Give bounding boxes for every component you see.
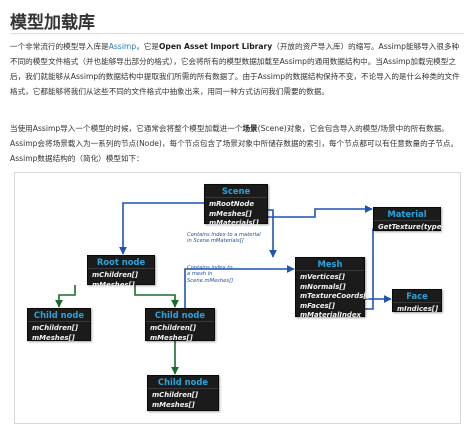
- mesh-node: Mesh mVertices[] mNormals[] mTextureCoor…: [295, 257, 370, 319]
- edge-scene-rootnode: [119, 202, 204, 255]
- scene-text-1: 当使用Assimp导入一个模型的时候，它通常会将整个模型加载进一个: [10, 124, 243, 133]
- mesh-node-title: Mesh: [296, 258, 364, 271]
- root-node: Root node mChildren[] mMeshes[]: [87, 255, 155, 289]
- scene-field-materials: mMaterials[]: [209, 219, 259, 228]
- note-mesh-index: Contains index to a mesh in Scene.mMeshe…: [187, 265, 233, 284]
- child-node-mid-field-children: mChildren[]: [150, 324, 197, 332]
- root-node-title: Root node: [88, 256, 154, 269]
- assimp-link[interactable]: Assimp: [108, 42, 137, 51]
- child-node-left-title: Child node: [28, 309, 90, 322]
- child-node-mid-title: Child node: [146, 309, 214, 322]
- note-mesh-line-2: a mesh in: [187, 271, 213, 278]
- scene-text-2: (Scene)对象，它会包含导入的模型/场景中的所有数据。Assimp会将场景载…: [10, 124, 459, 163]
- title-divider: [10, 33, 464, 34]
- child-node-mid-field-meshes: mMeshes[]: [150, 333, 193, 342]
- material-node: Material GetTexture(type): [373, 207, 445, 231]
- child-node-bottom-field-children: mChildren[]: [152, 391, 199, 399]
- note-mesh-line-1: Contains index to: [187, 265, 233, 271]
- intro-text-2: ，它是: [136, 42, 159, 51]
- page-title: 模型加载库: [10, 13, 95, 33]
- child-node-bottom-title: Child node: [148, 376, 218, 389]
- mesh-field-normals: mNormals[]: [300, 282, 346, 291]
- mesh-field-material-index: mMaterialIndex: [300, 311, 361, 320]
- material-field-get-texture: GetTexture(type): [378, 223, 445, 231]
- material-node-title: Material: [374, 208, 440, 221]
- scene-keyword: 场景: [242, 124, 258, 133]
- child-node-bottom: Child node mChildren[] mMeshes[]: [147, 375, 219, 411]
- mesh-field-faces: mFaces[]: [300, 301, 335, 310]
- face-node-title: Face: [393, 290, 441, 303]
- child-node-left-field-meshes: mMeshes[]: [32, 333, 75, 342]
- intro-paragraph: 一个非常流行的模型导入库是Assimp，它是Open Asset Import …: [10, 39, 462, 99]
- note-mesh-line-3: Scene.mMeshes[]: [187, 277, 234, 284]
- mesh-field-texture-coords: mTextureCoords[]: [300, 292, 370, 301]
- edge-scene-mesh: [267, 209, 277, 258]
- note-material-index: Contains index to a material in Scene.mM…: [187, 232, 261, 245]
- child-node-left: Child node mChildren[] mMeshes[]: [27, 308, 91, 342]
- scene-field-root-node: mRootNode: [209, 200, 255, 208]
- scene-field-meshes: mMeshes[]: [209, 209, 252, 218]
- face-field-indices: mIndices[]: [397, 305, 439, 313]
- assimp-structure-diagram: Scene mRootNode mMeshes[] mMaterials[] M…: [14, 172, 461, 424]
- intro-text-1: 一个非常流行的模型导入库是: [10, 42, 109, 51]
- edge-root-child-mid: [134, 285, 179, 308]
- scene-node-title: Scene: [205, 185, 267, 198]
- root-node-field-children: mChildren[]: [92, 271, 139, 279]
- child-node-mid: Child node mChildren[] mMeshes[]: [145, 308, 215, 342]
- mesh-field-vertices: mVertices[]: [300, 273, 345, 281]
- edge-root-child-left: [55, 285, 76, 308]
- root-node-field-meshes: mMeshes[]: [92, 280, 135, 289]
- assimp-full-name: Open Asset Import Library: [158, 42, 273, 51]
- note-material-line-2: in Scene.mMaterials[]: [187, 238, 244, 245]
- child-node-left-field-children: mChildren[]: [32, 324, 79, 332]
- scene-paragraph: 当使用Assimp导入一个模型的时候，它通常会将整个模型加载进一个场景(Scen…: [10, 121, 462, 166]
- child-node-bottom-field-meshes: mMeshes[]: [152, 400, 195, 409]
- intro-text-3: （开放的资产导入库）的缩写。Assimp能够导入很多种不同的模型文件格式（并也能…: [10, 42, 460, 96]
- scene-node: Scene mRootNode mMeshes[] mMaterials[]: [204, 184, 268, 227]
- edge-scene-material: [267, 205, 373, 218]
- face-node: Face mIndices[]: [392, 289, 442, 313]
- note-material-line-1: Contains index to a material: [187, 232, 261, 238]
